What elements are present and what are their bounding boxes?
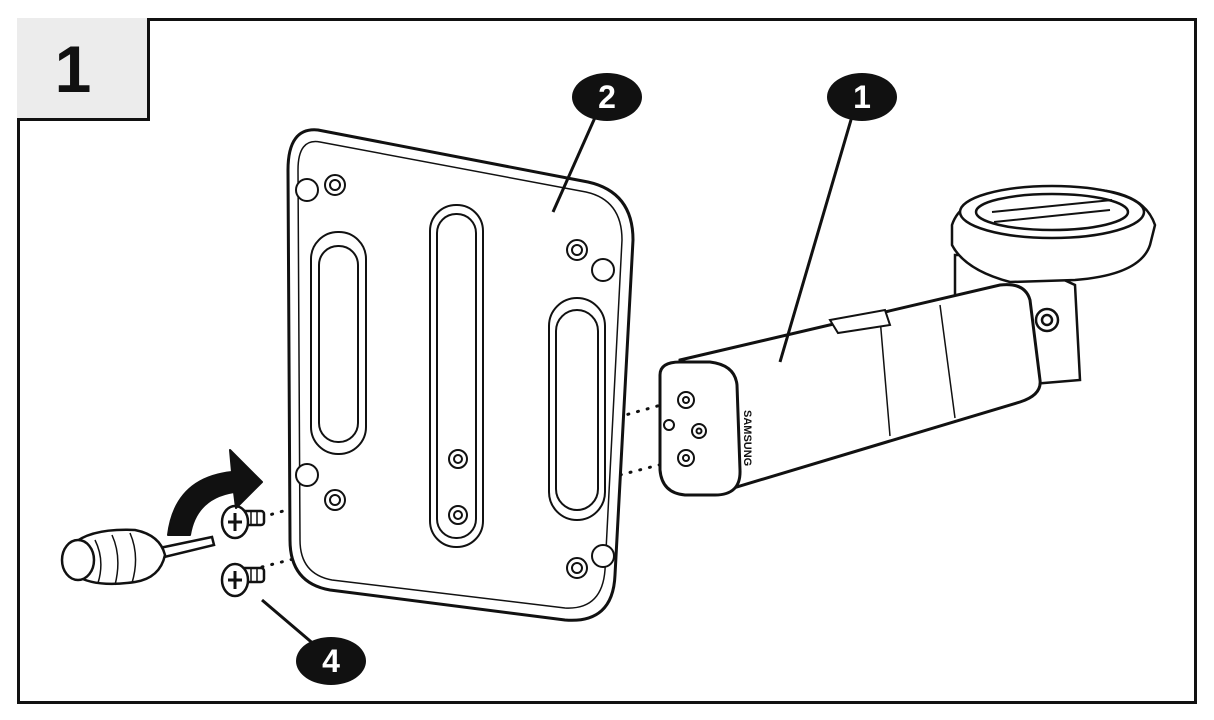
- camera: SAMSUNG: [658, 184, 1157, 497]
- screwdriver-icon: [60, 528, 216, 586]
- screw-icon: [220, 562, 266, 598]
- camera-brand-label: SAMSUNG: [741, 410, 753, 466]
- svg-text:1: 1: [853, 79, 871, 115]
- step-number: 1: [54, 32, 92, 106]
- callout-1: 1: [827, 73, 897, 121]
- svg-text:2: 2: [598, 79, 616, 115]
- mount-plate-holes: [295, 174, 615, 579]
- callout-2: 2: [572, 73, 642, 121]
- leader-lines: [261, 112, 855, 648]
- mount-plate: [286, 128, 635, 622]
- screws: [220, 504, 266, 598]
- rotation-arrow-icon: [167, 449, 263, 536]
- screw-icon: [220, 504, 266, 540]
- mount-plate-slots: [310, 204, 606, 548]
- svg-text:4: 4: [322, 643, 340, 679]
- callout-4: 4: [296, 637, 366, 685]
- step-indicator: [17, 18, 150, 121]
